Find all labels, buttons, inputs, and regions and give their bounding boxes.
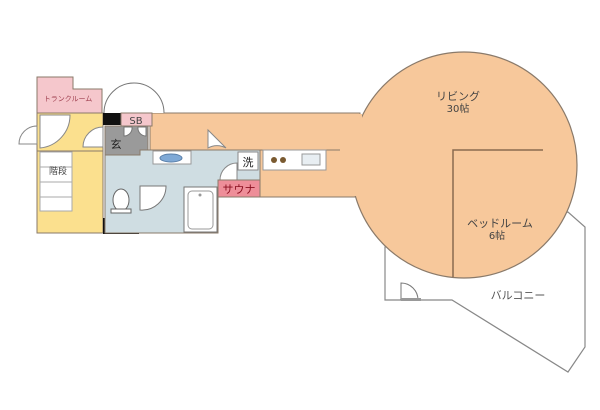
sink-icon	[159, 153, 183, 163]
balcony-outline	[384, 211, 586, 373]
bedroom-partition	[452, 149, 543, 277]
laundry-space	[237, 151, 259, 171]
toilet-icon	[112, 188, 130, 212]
door-icon	[18, 125, 38, 145]
stove-icon	[271, 157, 277, 163]
genkan-label: 玄	[111, 137, 122, 151]
door-icon	[207, 128, 227, 149]
bedroom-size: 6帖	[489, 229, 505, 242]
stairs-label: 階段	[49, 165, 67, 177]
living-room	[350, 51, 578, 279]
pillar	[103, 113, 121, 125]
living-label: リビング	[436, 89, 480, 103]
sauna	[217, 179, 261, 198]
balcony-door-icon	[400, 282, 421, 301]
sb-label: SB	[129, 116, 142, 127]
hallway	[149, 112, 361, 151]
sauna-label: サウナ	[223, 183, 256, 196]
door-icon	[139, 185, 167, 211]
balcony-label: バルコニー	[491, 289, 546, 302]
door-icon	[39, 114, 71, 149]
door-icon	[82, 126, 104, 148]
stairs-icon	[39, 151, 73, 212]
trunk-room-label: トランクルーム	[44, 95, 93, 103]
stove-icon	[280, 157, 286, 163]
living-size: 30帖	[447, 102, 470, 115]
kitchen-sink-icon	[301, 153, 321, 166]
bedroom-label: ベッドルーム	[467, 217, 533, 230]
entrance-door-icon	[103, 82, 165, 114]
laundry-label: 洗	[243, 156, 254, 169]
